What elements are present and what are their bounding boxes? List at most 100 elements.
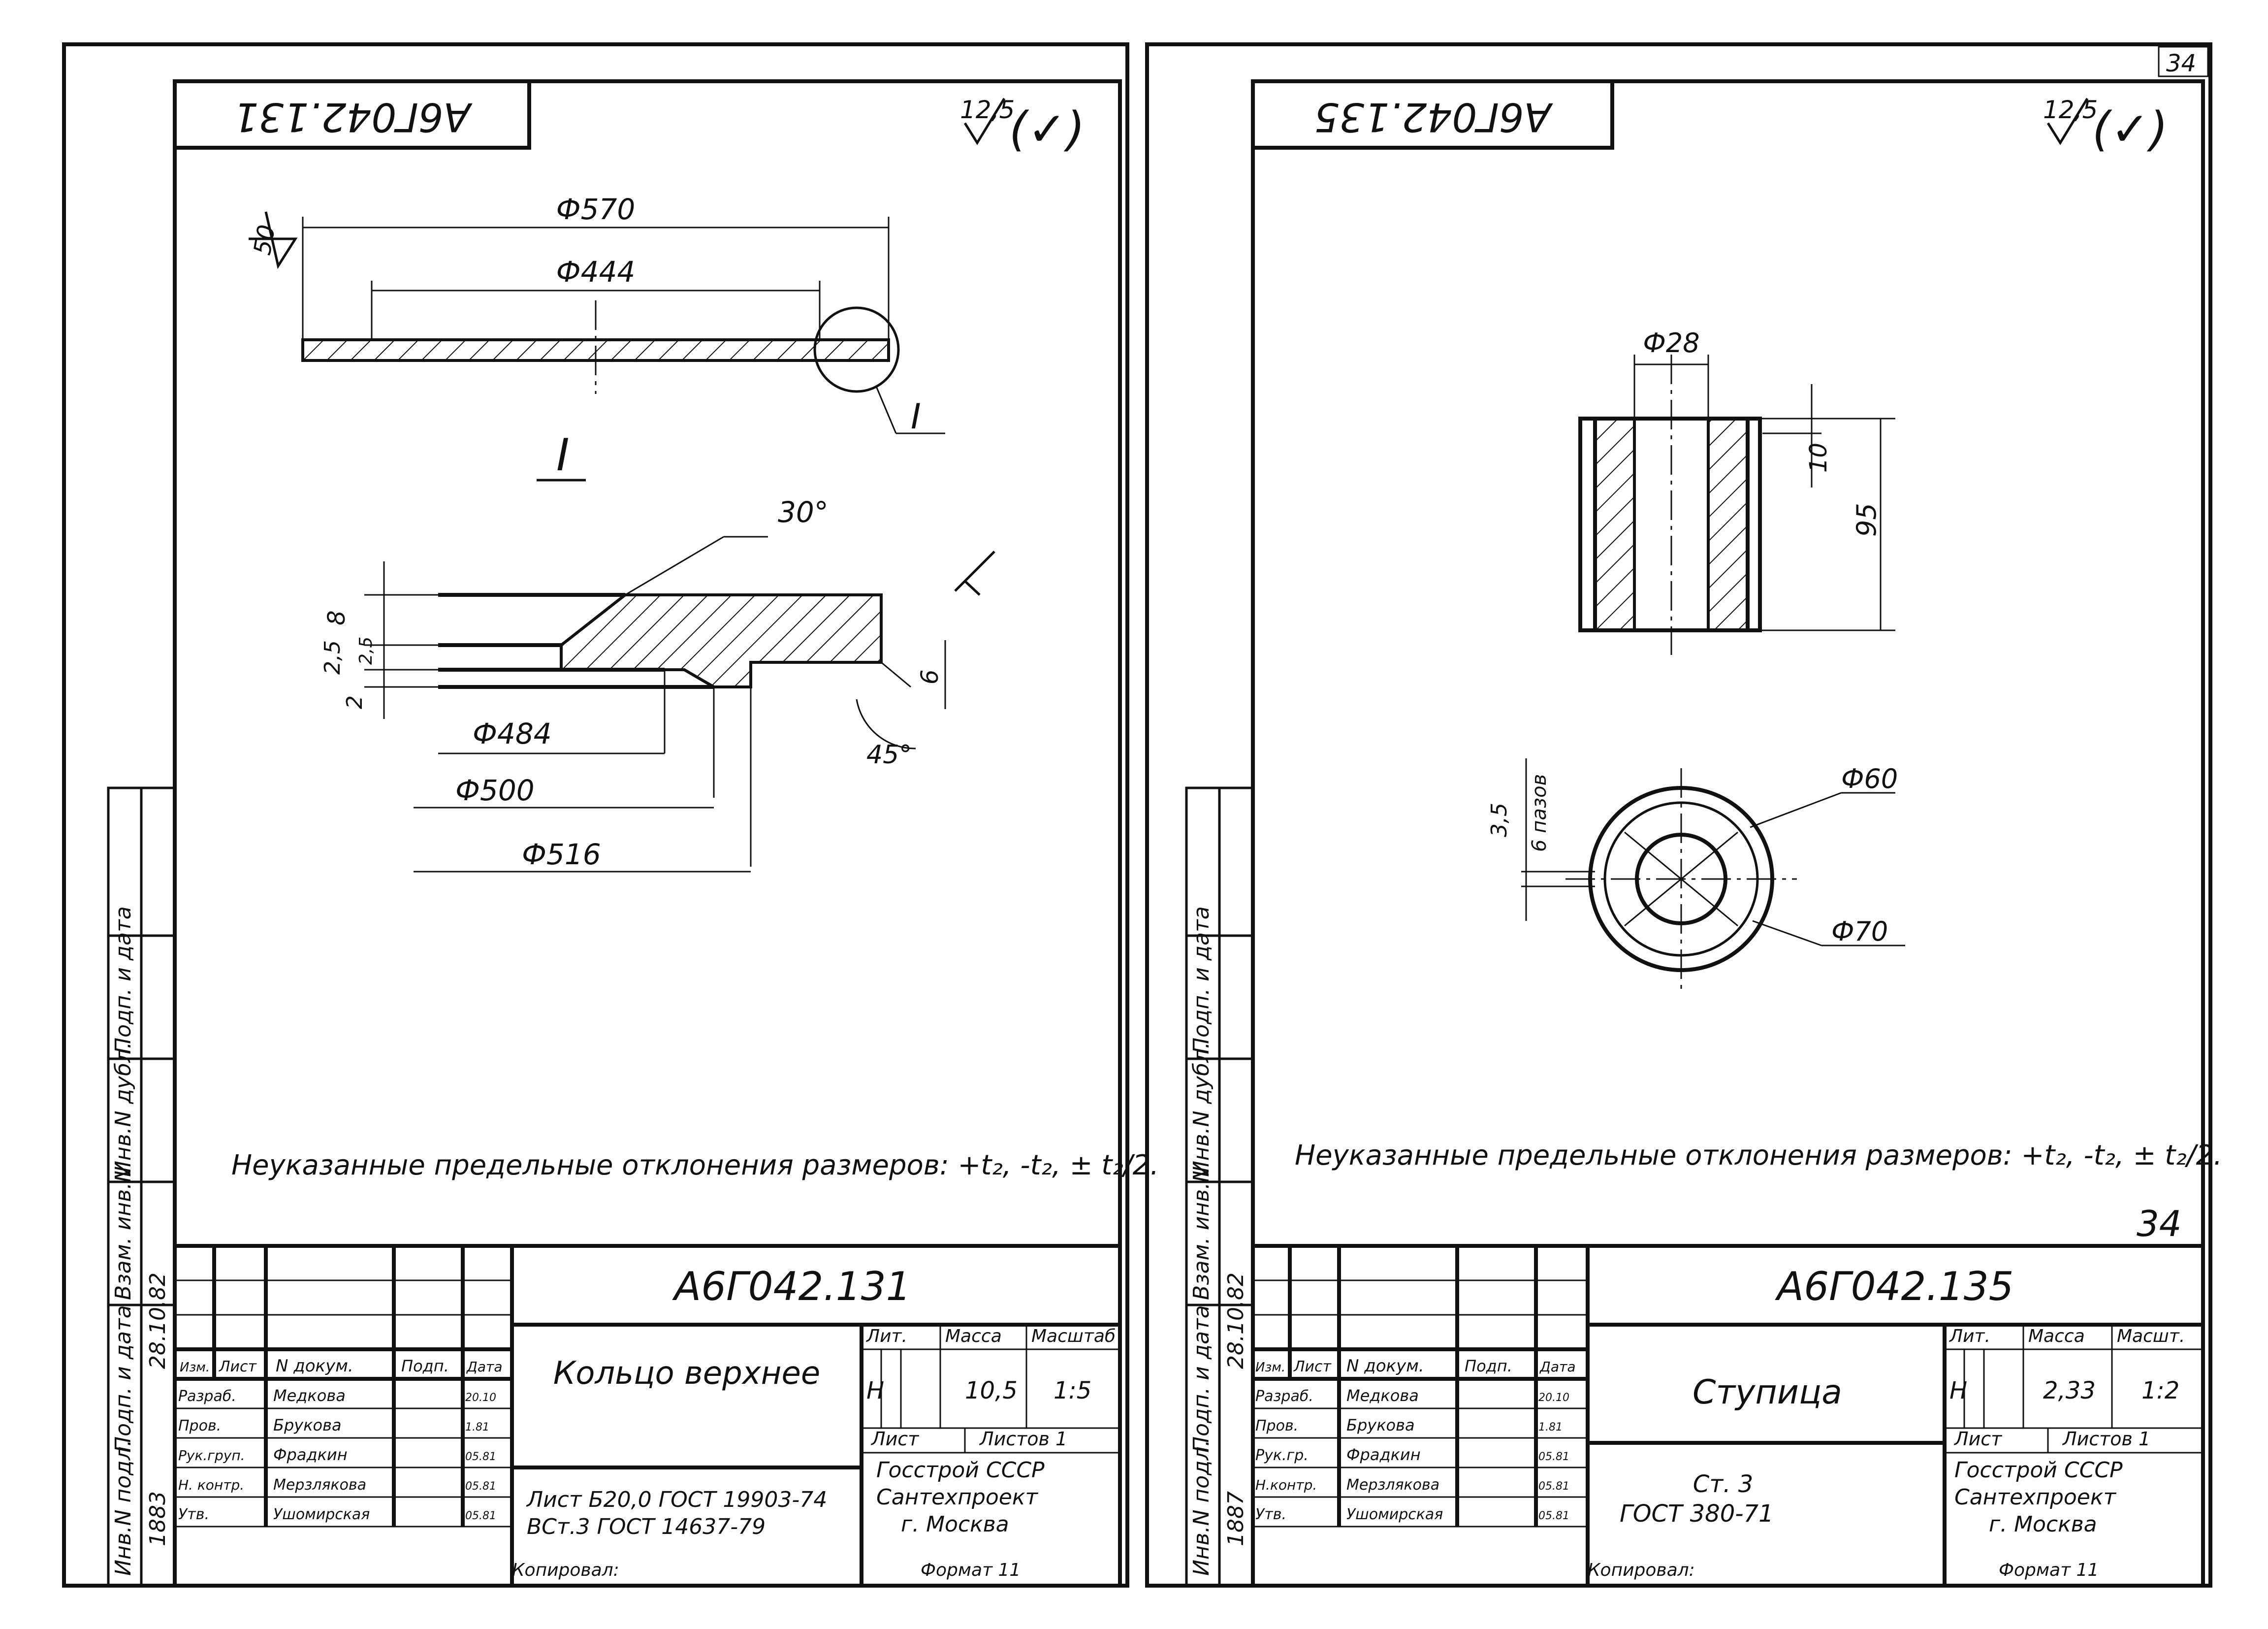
right-tb-date-5: 05.81 [1538,1510,1569,1522]
right-side-label-1: Инв.N подл. [1189,1439,1214,1576]
left-tb-org-1: Госстрой СССР [876,1458,1045,1483]
right-outer-frame [1145,42,2212,1588]
dim-h6: 6 [916,669,944,684]
right-tb-lit-value: Н [1949,1377,1967,1404]
ring-detail-section: Ф484 Ф500 Ф516 8 2,5 2,5 2 6 30° 45° [320,495,995,873]
dim-slot-count: 6 пазов [1528,774,1551,852]
right-tb-org-3: г. Москва [1989,1512,2097,1537]
dim-d516: Ф516 [522,838,601,871]
right-tb-role-5: Утв. [1255,1506,1286,1523]
right-tb-role-1: Разраб. [1255,1388,1313,1405]
dim-d484: Ф484 [473,717,552,750]
dim-d60: Ф60 [1841,763,1898,794]
left-header-box [173,79,531,150]
left-tb-date-3: 05.81 [465,1451,496,1463]
left-tb-head-izm: Изм. [180,1360,210,1375]
left-header-code: А6Г042.131 [233,94,473,140]
check-icon [2046,98,2089,145]
left-tb-sheets-label: Листов 1 [979,1428,1067,1450]
dim-h2-5a: 2,5 [320,640,345,675]
corner-box [2158,46,2209,77]
left-tb-role-1: Разраб. [178,1388,236,1405]
dim-h8: 8 [323,610,351,625]
left-tb-mass-value: 10,5 [965,1377,1018,1404]
left-tb-role-5: Утв. [178,1506,209,1523]
left-tb-date-1: 20.10 [465,1392,496,1404]
dim-h95: 95 [1851,503,1882,537]
left-side-stamp: Инв.N подл. Подп. и дата Взам. инв.N Инв… [107,786,176,1587]
left-tb-name-1: Медкова [273,1386,346,1405]
right-tb-material-1: Ст. 3 [1693,1470,1754,1498]
right-tb-head-doc: N докум. [1346,1356,1424,1376]
right-tb-head-sign: Подп. [1465,1357,1512,1375]
left-tb-format: Формат 11 [921,1560,1021,1580]
left-tb-material-1: Лист Б20,0 ГОСТ 19903-74 [526,1487,827,1512]
left-tb-lit-value: Н [866,1377,884,1404]
right-tb-sheets-label: Листов 1 [2062,1428,2150,1450]
dim-h2: 2 [342,695,367,709]
right-tb-name-3: Фрадкин [1346,1445,1421,1464]
right-side-label-3: Взам. инв.N [1189,1166,1214,1300]
dim-d444: Ф444 [556,255,636,289]
detail-label: I [556,429,570,481]
left-side-label-2: Подп. и дата [111,1305,136,1453]
right-tb-mass-value: 2,33 [2043,1377,2096,1404]
right-tb-scale-label: Масшт. [2117,1326,2185,1346]
right-tb-name-1: Медкова [1346,1386,1419,1405]
right-tb-copied: Копировал: [1588,1560,1695,1580]
detail-circle [813,306,900,393]
right-side-label-5: Подп. и дата [1189,906,1214,1054]
right-tb-role-2: Пров. [1255,1417,1298,1434]
left-tb-date-2: 1.81 [465,1421,489,1434]
left-tb-head-date: Дата [466,1359,503,1375]
right-side-label-4: Инв.N дубл. [1189,1042,1214,1177]
ring-side-view: Ф570 Ф444 50 I I [249,193,945,482]
dim-angle45: 45° [866,740,912,770]
dim-d500: Ф500 [455,774,535,807]
left-side-value-2: 28.10.82 [145,1272,170,1369]
left-side-label-4: Инв.N дубл. [111,1042,136,1177]
right-side-value-2: 28.10.82 [1223,1272,1248,1369]
right-tb-scale-value: 1:2 [2141,1377,2179,1404]
right-note: Неуказанные предельные отклонения размер… [1295,1140,2222,1172]
dim-d70: Ф70 [1831,916,1888,947]
chamfer-icon [954,551,995,596]
left-tb-material-2: ВСт.3 ГОСТ 14637-79 [527,1514,766,1539]
right-side-stamp: Инв.N подл. Подп. и дата Взам. инв.N Инв… [1185,786,1254,1587]
left-tb-name-2: Брукова [273,1416,342,1434]
right-tb-sheet-label: Лист [1953,1428,2003,1450]
right-side-label-2: Подп. и дата [1189,1305,1214,1453]
right-tb-head-izm: Изм. [1255,1360,1285,1375]
right-tb-date-1: 20.10 [1538,1392,1569,1404]
left-tb-copied: Копировал: [512,1560,619,1580]
right-tb-mass-label: Масса [2028,1326,2085,1346]
right-title-block: А6Г042.135 Ступица Ст. 3 ГОСТ 380-71 Лит… [1251,1244,2205,1588]
right-tb-name-4: Мерзлякова [1346,1476,1439,1494]
right-side-value-1: 1887 [1223,1491,1248,1546]
right-header-code: А6Г042.135 [1314,94,1553,140]
detail-callout: I [911,396,921,437]
left-side-label-1: Инв.N подл. [111,1439,136,1576]
hub-section-view: Ф28 10 95 [1578,327,1895,655]
dim-angle30: 30° [778,495,829,529]
right-roughness-value: 12,5 [2043,96,2098,124]
left-tb-head-list: Лист [219,1358,257,1375]
left-tb-scale-value: 1:5 [1054,1377,1091,1404]
right-tb-role-4: Н.контр. [1255,1477,1317,1493]
right-sheet: 34 А6Г042.135 12,5 (✓) Ф28 10 95 [1145,42,2222,1588]
dim-d570: Ф570 [556,193,636,226]
left-tb-org-3: г. Москва [901,1512,1009,1537]
left-tb-date-4: 05.81 [465,1480,496,1493]
right-tb-name-5: Ушомирская [1346,1506,1443,1523]
left-tb-mass-label: Масса [945,1326,1002,1346]
right-tb-org-2: Сантехпроект [1954,1485,2116,1510]
left-tb-name-3: Фрадкин [273,1445,348,1464]
left-tb-head-doc: N докум. [276,1356,353,1376]
left-tb-code: А6Г042.131 [671,1264,911,1309]
left-tb-name-4: Мерзлякова [273,1476,366,1494]
right-tb-org-1: Госстрой СССР [1954,1458,2123,1483]
left-side-label-3: Взам. инв.N [111,1166,136,1300]
check-icon [963,98,1006,145]
right-tb-format: Формат 11 [1999,1560,2099,1580]
